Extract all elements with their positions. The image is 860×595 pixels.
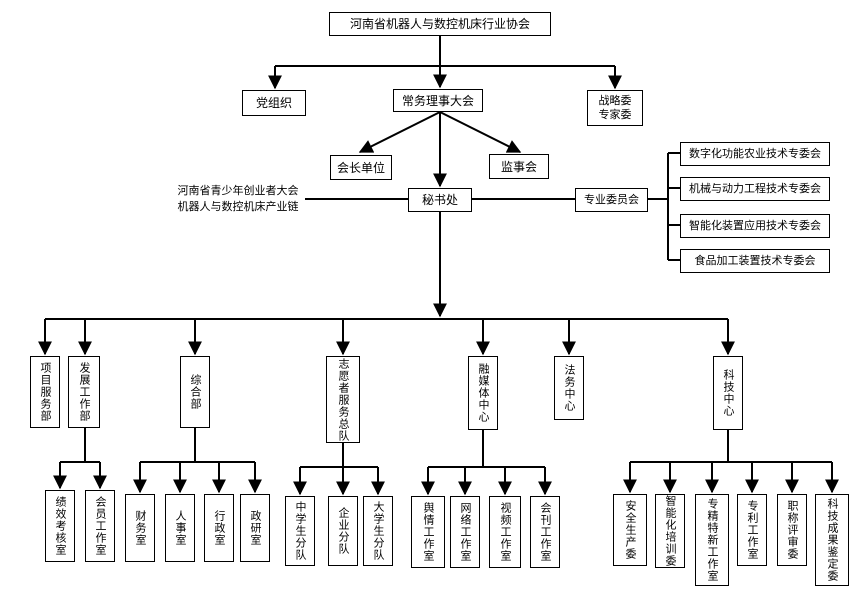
youth-line2: 机器人与数控机床产业链 — [177, 200, 299, 213]
committees-node: 专业委员会 — [575, 188, 648, 212]
sub-media-label: 网络工作室 — [459, 502, 472, 562]
sub-media: 视频工作室 — [489, 496, 521, 568]
dept-development: 发展工作部 — [68, 356, 100, 428]
council-node-label: 常务理事大会 — [401, 93, 474, 108]
sub-tech: 科技成果鉴定委 — [815, 494, 849, 586]
sub-tech: 智能化培训委 — [655, 494, 685, 568]
sub-tech-label: 专精特新工作室 — [706, 498, 719, 582]
dept-tech-label: 科技中心 — [722, 369, 735, 417]
strategy-line1: 战略委 — [598, 94, 632, 107]
dept-development-label: 发展工作部 — [78, 362, 91, 422]
dept-general-label: 综合部 — [189, 374, 202, 410]
root-node-label: 河南省机器人与数控机床行业协会 — [349, 17, 530, 31]
committee-item: 食品加工装置技术专委会 — [680, 249, 830, 273]
sub-tech-label: 科技成果鉴定委 — [826, 498, 839, 582]
sub-tech: 安全生产委 — [613, 494, 647, 566]
sub-volunteer: 中学生分队 — [285, 496, 315, 566]
sub-general-label: 财务室 — [134, 510, 147, 546]
sub-tech: 专利工作室 — [737, 494, 767, 566]
dept-project-label: 项目服务部 — [39, 362, 52, 422]
sub-media: 网络工作室 — [450, 496, 480, 568]
dept-general: 综合部 — [180, 356, 210, 428]
sub-development-label: 绩效考核室 — [54, 496, 67, 556]
dept-tech: 科技中心 — [713, 356, 743, 430]
sub-volunteer-label: 大学生分队 — [372, 501, 385, 561]
sub-volunteer: 大学生分队 — [363, 496, 393, 566]
root-node: 河南省机器人与数控机床行业协会 — [329, 12, 551, 36]
committee-item-label: 机械与动力工程技术专委会 — [689, 182, 821, 195]
sub-volunteer-label: 企业分队 — [337, 507, 350, 555]
sub-media-label: 视频工作室 — [499, 502, 512, 562]
sub-tech-label: 安全生产委 — [624, 500, 637, 560]
supervisory-label: 监事会 — [500, 159, 537, 174]
secretariat-label: 秘书处 — [421, 193, 458, 207]
committee-item: 机械与动力工程技术专委会 — [680, 177, 830, 201]
sub-tech-label: 专利工作室 — [746, 500, 759, 560]
sub-tech: 职称评审委 — [777, 494, 807, 566]
secretariat-node: 秘书处 — [408, 188, 472, 212]
president-unit-node: 会长单位 — [330, 155, 392, 180]
sub-volunteer-label: 中学生分队 — [294, 501, 307, 561]
sub-general-label: 行政室 — [213, 510, 226, 546]
sub-general-label: 政研室 — [249, 510, 262, 546]
committee-item-label: 数字化功能农业技术专委会 — [689, 147, 821, 160]
sub-development: 会员工作室 — [85, 490, 115, 562]
sub-tech: 专精特新工作室 — [695, 494, 729, 586]
committee-item: 智能化装置应用技术专委会 — [680, 214, 830, 238]
committee-item-label: 智能化装置应用技术专委会 — [689, 219, 821, 232]
sub-media: 舆情工作室 — [411, 496, 445, 568]
sub-general: 财务室 — [125, 494, 155, 562]
dept-media: 融媒体中心 — [468, 356, 498, 430]
sub-development-label: 会员工作室 — [94, 496, 107, 556]
sub-general: 行政室 — [204, 494, 234, 562]
sub-general: 人事室 — [165, 494, 195, 562]
committees-label: 专业委员会 — [584, 193, 639, 206]
sub-tech-label: 智能化培训委 — [664, 495, 677, 567]
sub-general: 政研室 — [240, 494, 270, 562]
youth-line1: 河南省青少年创业者大会 — [177, 184, 299, 197]
supervisory-node: 监事会 — [489, 154, 549, 179]
sub-general-label: 人事室 — [174, 510, 187, 546]
council-node: 常务理事大会 — [393, 89, 483, 112]
sub-development: 绩效考核室 — [45, 490, 75, 562]
dept-volunteer-label: 志愿者服务总队 — [337, 357, 350, 442]
sub-tech-label: 职称评审委 — [786, 500, 799, 560]
dept-project: 项目服务部 — [30, 356, 60, 428]
dept-volunteer: 志愿者服务总队 — [326, 356, 360, 443]
committee-item-label: 食品加工装置技术专委会 — [694, 254, 816, 267]
strategy-line2: 专家委 — [598, 108, 632, 121]
sub-media: 会刊工作室 — [530, 496, 560, 568]
sub-volunteer: 企业分队 — [328, 496, 358, 566]
dept-media-label: 融媒体中心 — [477, 363, 490, 423]
president-unit-label: 会长单位 — [336, 160, 385, 175]
party-node: 党组织 — [242, 90, 306, 116]
sub-media-label: 舆情工作室 — [422, 502, 435, 562]
sub-media-label: 会刊工作室 — [539, 502, 552, 562]
committee-item: 数字化功能农业技术专委会 — [680, 142, 830, 166]
dept-legal-label: 法务中心 — [563, 364, 576, 412]
dept-legal: 法务中心 — [554, 356, 584, 420]
party-node-label: 党组织 — [255, 96, 292, 110]
strategy-node: 战略委 专家委 — [587, 90, 643, 126]
youth-text: 河南省青少年创业者大会 机器人与数控机床产业链 — [170, 183, 306, 215]
